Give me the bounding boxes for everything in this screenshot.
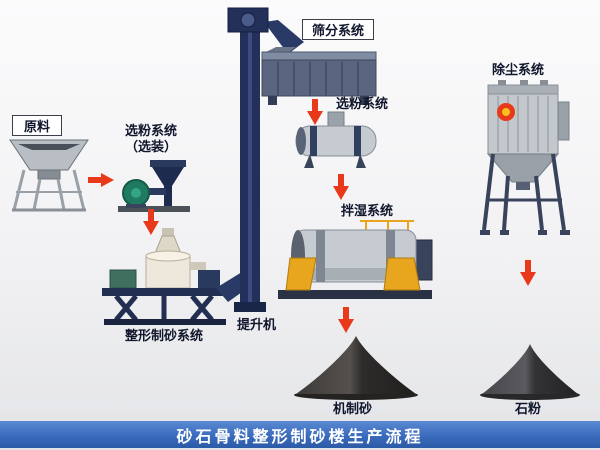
optional-powder-label-line1: 选粉系统 [124, 123, 177, 138]
dust-removal-label: 除尘系统 [492, 62, 545, 77]
optional-powder-selector-machine [118, 160, 190, 212]
arrow-raw-to-optional [88, 173, 114, 187]
raw-material-hopper [9, 139, 89, 212]
dust-collector-machine [480, 80, 570, 235]
arrow-optional-to-crusher [143, 209, 159, 235]
shaping-sand-crusher-machine [102, 228, 226, 325]
title-banner-text: 砂石骨料整形制砂楼生产流程 [176, 428, 424, 446]
optional-powder-label: 选粉系统 （选装） [112, 123, 190, 155]
raw-material-label: 原料 [12, 115, 62, 136]
arrow-screening-to-powder [307, 99, 323, 125]
bucket-elevator-machine [227, 7, 269, 312]
stone-powder-pile [480, 344, 580, 400]
optional-powder-label-line2: （选装） [124, 139, 177, 154]
powder-selector-machine [295, 111, 377, 168]
machine-sand-label: 机制砂 [333, 401, 373, 416]
wet-mixing-label: 拌湿系统 [341, 203, 394, 218]
machine-sand-pile [294, 336, 418, 400]
elevator-discharge-chute [264, 20, 304, 54]
bucket-elevator-label: 提升机 [237, 317, 277, 332]
arrow-powder-to-mixing [333, 174, 349, 200]
brand-logo-icon [497, 103, 515, 121]
title-banner: 砂石骨料整形制砂楼生产流程 [0, 421, 600, 448]
stone-powder-label: 石粉 [515, 401, 542, 416]
screening-label: 筛分系统 [302, 19, 374, 40]
arrow-mixing-to-sand [338, 307, 354, 333]
screening-machine [261, 47, 377, 105]
powder-selector-label: 选粉系统 [336, 96, 389, 111]
wet-mixing-drum-machine [278, 220, 433, 299]
shaping-sand-label: 整形制砂系统 [124, 328, 203, 343]
arrow-dust-to-stone [520, 260, 536, 286]
